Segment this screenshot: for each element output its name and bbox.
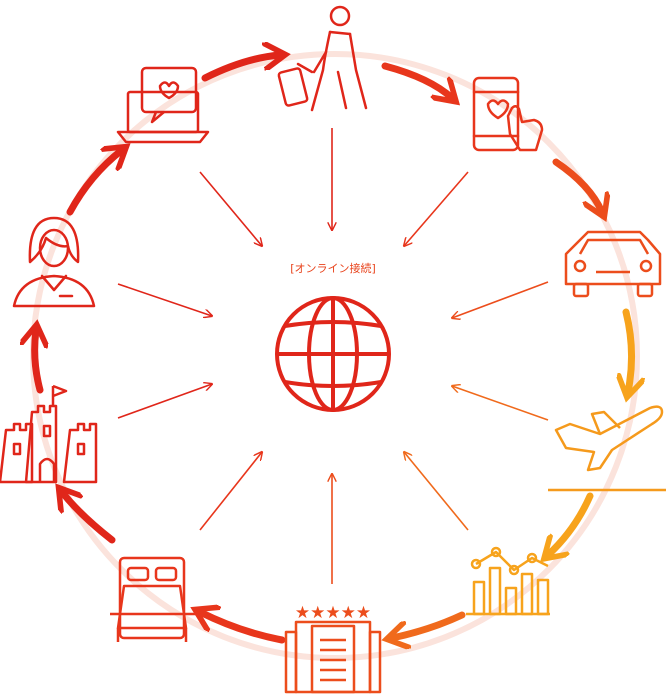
connection-arrow bbox=[452, 281, 549, 318]
connection-arrow bbox=[117, 384, 212, 419]
cycle-arrow bbox=[200, 612, 286, 644]
cycle-arrow bbox=[62, 492, 116, 544]
hotel-icon: ★★★★★ bbox=[284, 603, 382, 694]
laptop-heart-icon bbox=[116, 66, 210, 144]
cycle-arrow bbox=[381, 62, 452, 98]
chart-icon bbox=[466, 546, 550, 616]
traveler-icon bbox=[277, 5, 368, 112]
connection-arrow bbox=[404, 452, 469, 531]
cycle-arrow bbox=[392, 611, 466, 638]
airplane-icon bbox=[548, 405, 666, 492]
cycle-arrow bbox=[66, 150, 122, 216]
connection-arrow bbox=[199, 452, 262, 531]
woman-icon bbox=[12, 216, 96, 308]
connection-arrow bbox=[199, 171, 262, 246]
globe-icon bbox=[275, 296, 391, 412]
connection-arrow bbox=[404, 171, 469, 246]
connection-arrows bbox=[117, 128, 549, 584]
five-stars: ★★★★★ bbox=[295, 603, 371, 623]
cycle-arrow bbox=[201, 55, 280, 82]
smartphone-heart-icon bbox=[472, 76, 544, 152]
cycle-arrow bbox=[552, 158, 602, 212]
bed-icon bbox=[110, 556, 196, 642]
cycle-arrow bbox=[626, 308, 632, 392]
connection-arrow bbox=[452, 386, 549, 421]
cycle-arrow bbox=[548, 492, 594, 555]
car-icon bbox=[564, 230, 662, 298]
castle-icon bbox=[0, 384, 98, 484]
cycle-arrow bbox=[35, 330, 40, 394]
outer-cycle-arrows bbox=[35, 55, 632, 640]
connection-arrow bbox=[117, 283, 212, 316]
center-label: [オンライン接続] bbox=[290, 261, 376, 275]
